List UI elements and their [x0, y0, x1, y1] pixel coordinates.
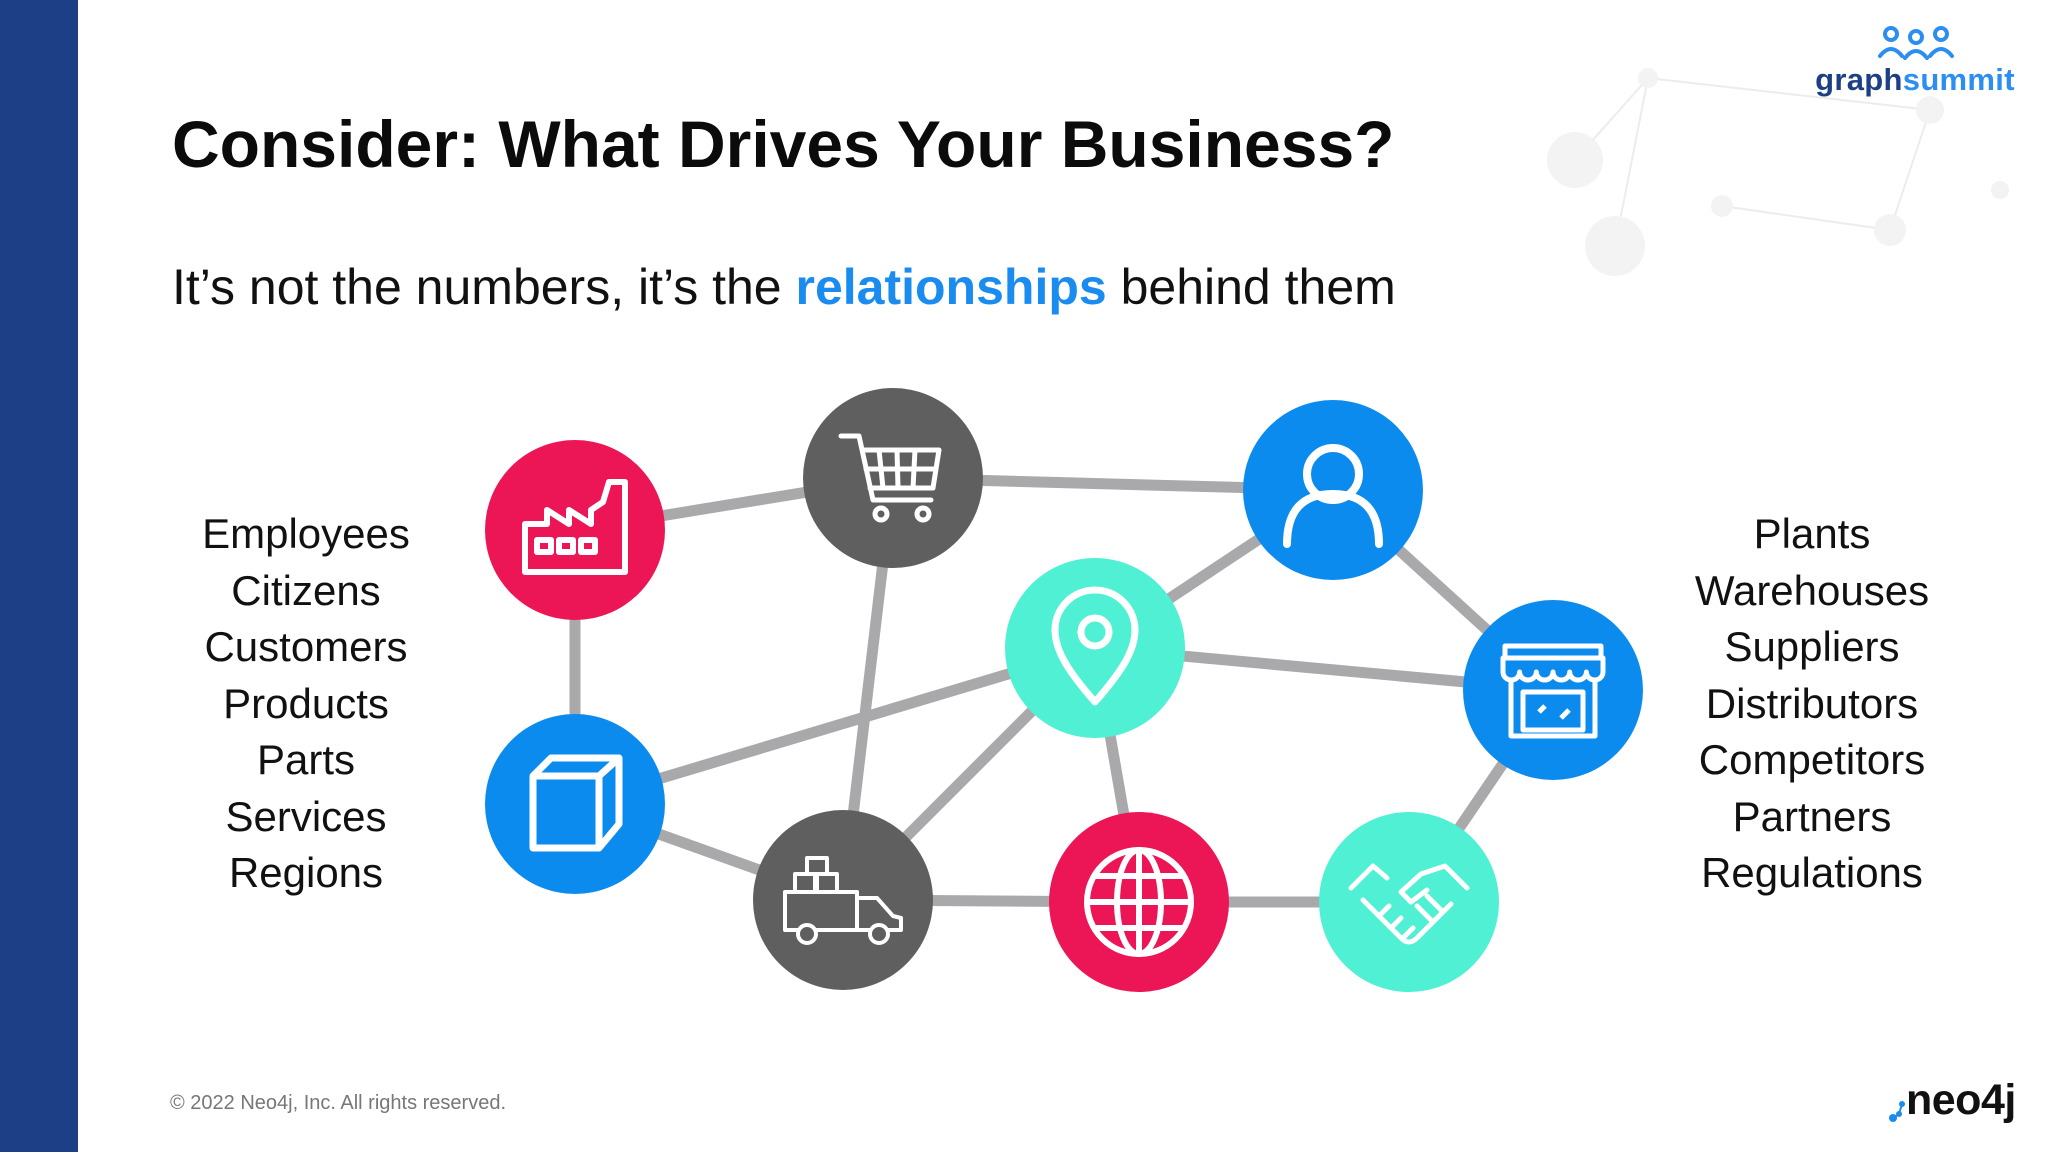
node-person: [1243, 400, 1423, 580]
graphsummit-logo: graphsummit: [1800, 24, 2030, 104]
node-location: [1005, 558, 1185, 738]
node-circle: [485, 714, 665, 894]
list-item: Regulations: [1701, 849, 1923, 896]
left-entity-list: Employees Citizens Customers Products Pa…: [126, 506, 486, 902]
list-item: Suppliers: [1724, 623, 1900, 670]
neo4j-logo-text: neo4j: [1906, 1076, 2016, 1124]
list-item: Plants: [1753, 510, 1871, 557]
location-pin-icon: [1051, 586, 1139, 706]
person-icon: [1283, 444, 1383, 548]
right-entity-list: Plants Warehouses Suppliers Distributors…: [1632, 506, 1992, 902]
list-item: Competitors: [1698, 736, 1926, 783]
storefront-icon: [1500, 643, 1606, 739]
list-item: Distributors: [1705, 679, 1919, 727]
list-item: Parts: [256, 736, 356, 783]
globe-icon: [1084, 847, 1194, 957]
list-item: Warehouses: [1694, 566, 1930, 614]
subtitle-highlight: relationships: [795, 259, 1107, 315]
list-item: Products: [223, 679, 389, 727]
node-factory: [485, 440, 665, 620]
node-circle: [485, 440, 665, 620]
list-item: Services: [225, 792, 387, 840]
node-store: [1463, 600, 1643, 780]
graph-edge: [573, 642, 1097, 810]
list-item: Partners: [1732, 792, 1892, 840]
list-item: Regions: [228, 849, 384, 896]
side-accent-bar: [0, 0, 78, 1152]
list-item: Employees: [202, 510, 410, 557]
node-circle: [753, 810, 933, 990]
delivery-truck-icon: [783, 856, 903, 945]
slide-title: Consider: What Drives Your Business?: [172, 107, 1395, 181]
list-item: Customers: [204, 623, 408, 670]
slide-subtitle: It’s not the numbers, it’s the relations…: [172, 258, 1396, 316]
node-handshake: [1319, 812, 1499, 992]
logo-word-summit: summit: [1902, 62, 2015, 97]
graphsummit-logo-text: graphsummit: [1800, 62, 2030, 98]
subtitle-lead: It’s not the numbers, it’s the: [172, 259, 796, 315]
handshake-icon: [1348, 863, 1470, 945]
logo-word-graph: graph: [1815, 62, 1903, 97]
shopping-cart-icon: [838, 433, 942, 523]
neo4j-logo-icon: [1889, 1101, 1905, 1122]
decorative-network-background: [1547, 68, 2009, 276]
node-box: [485, 714, 665, 894]
factory-icon: [522, 479, 628, 575]
node-truck: [753, 810, 933, 990]
list-item: Citizens: [231, 566, 381, 614]
node-cart: [803, 388, 983, 568]
copyright-footer: © 2022 Neo4j, Inc. All rights reserved.: [170, 1092, 507, 1114]
graphsummit-logo-icon: [1878, 26, 1954, 60]
subtitle-tail: behind them: [1106, 259, 1396, 315]
neo4j-logo: neo4j: [1888, 1076, 2018, 1128]
node-globe: [1049, 812, 1229, 992]
box-icon: [529, 754, 623, 852]
node-circle: [803, 388, 983, 568]
